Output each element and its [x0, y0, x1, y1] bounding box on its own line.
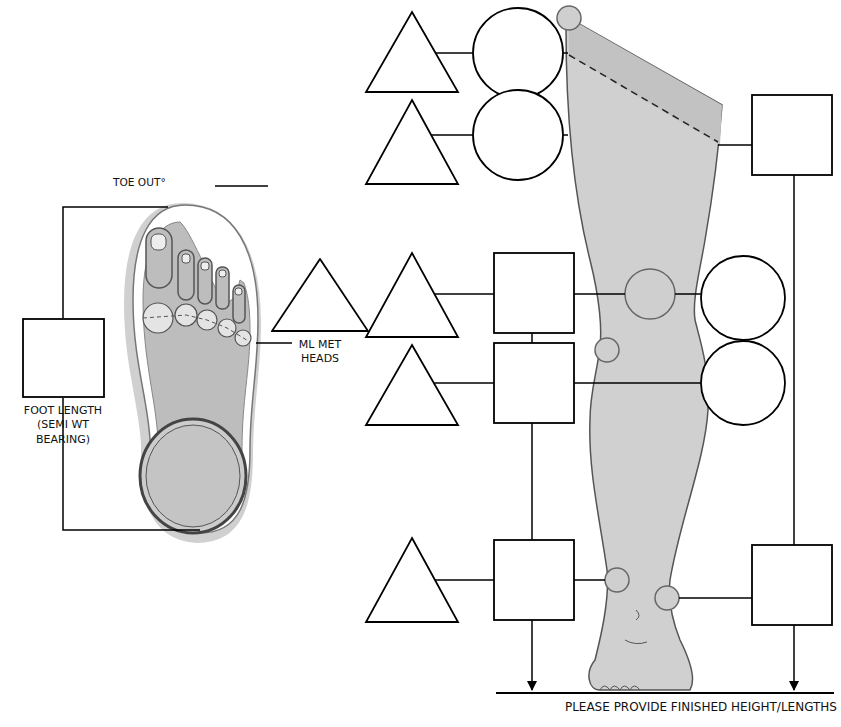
dimension-box: FOOT LENGTH (SEMI WT BEARING) [11, 318, 115, 447]
measurement-triangle: ML MET HEADS [268, 258, 372, 367]
field-label: TOE OUT° [113, 176, 166, 188]
foot-illustration [130, 205, 258, 537]
leader-lines [431, 53, 834, 693]
square-outline [22, 318, 105, 398]
note-text: PLEASE PROVIDE FINISHED HEIGHT/LENGTHS [565, 700, 837, 714]
square-outline [23, 319, 104, 397]
measurement-fields [366, 8, 832, 625]
triangle-outline [271, 258, 369, 332]
leg-illustration [557, 6, 722, 690]
field-label: ML MET HEADS [289, 338, 351, 367]
field-label: FOOT LENGTH (SEMI WT BEARING) [17, 404, 109, 447]
triangle-outline [272, 259, 368, 331]
